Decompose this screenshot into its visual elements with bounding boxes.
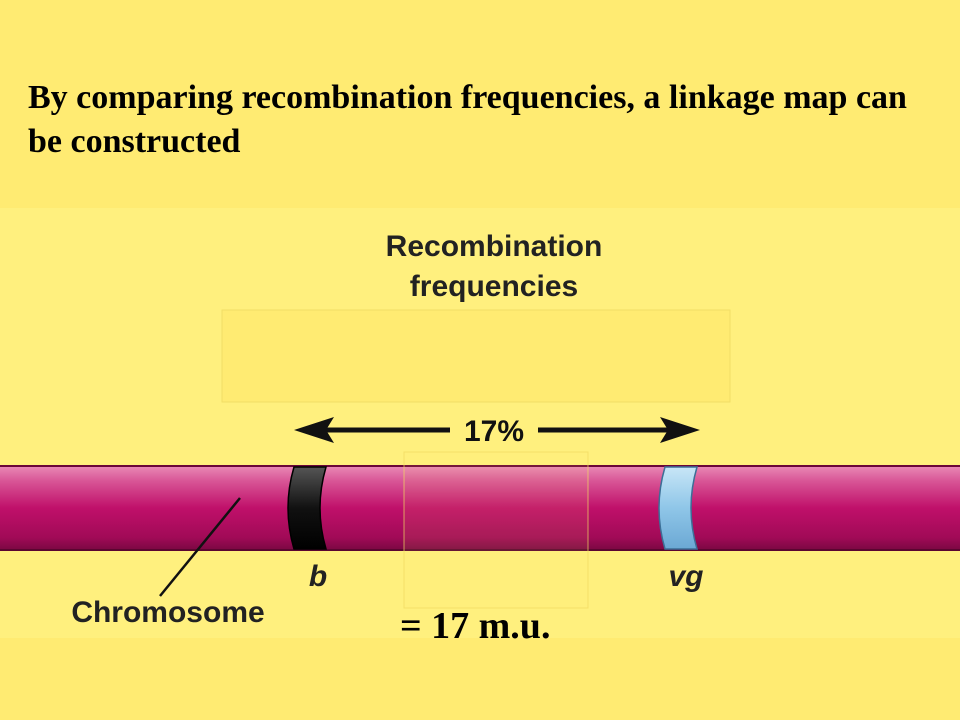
linkage-map-diagram: Recombination frequencies 17% b vg Chrom… (0, 230, 960, 629)
linkage-map-figure: Recombination frequencies 17% b vg Chrom… (0, 208, 960, 638)
cover-panel (221, 309, 731, 403)
overlay-box (403, 451, 589, 609)
slide-title: By comparing recombination frequencies, … (28, 79, 907, 160)
chromosome-label: Chromosome (71, 596, 264, 629)
chromosome-bar (0, 466, 960, 550)
gene-vg-label: vg (668, 560, 703, 593)
diagram-heading-line2: frequencies (410, 270, 578, 303)
gene-b-label: b (309, 560, 327, 593)
chromosome-pointer (159, 497, 241, 597)
distance-arrow (294, 417, 700, 443)
gene-vg-band (658, 466, 699, 550)
map-unit-equation: = 17 m.u. (400, 605, 551, 647)
distance-label: 17% (464, 415, 524, 448)
diagram-heading-line1: Recombination (386, 230, 603, 263)
gene-b-band (287, 466, 328, 550)
